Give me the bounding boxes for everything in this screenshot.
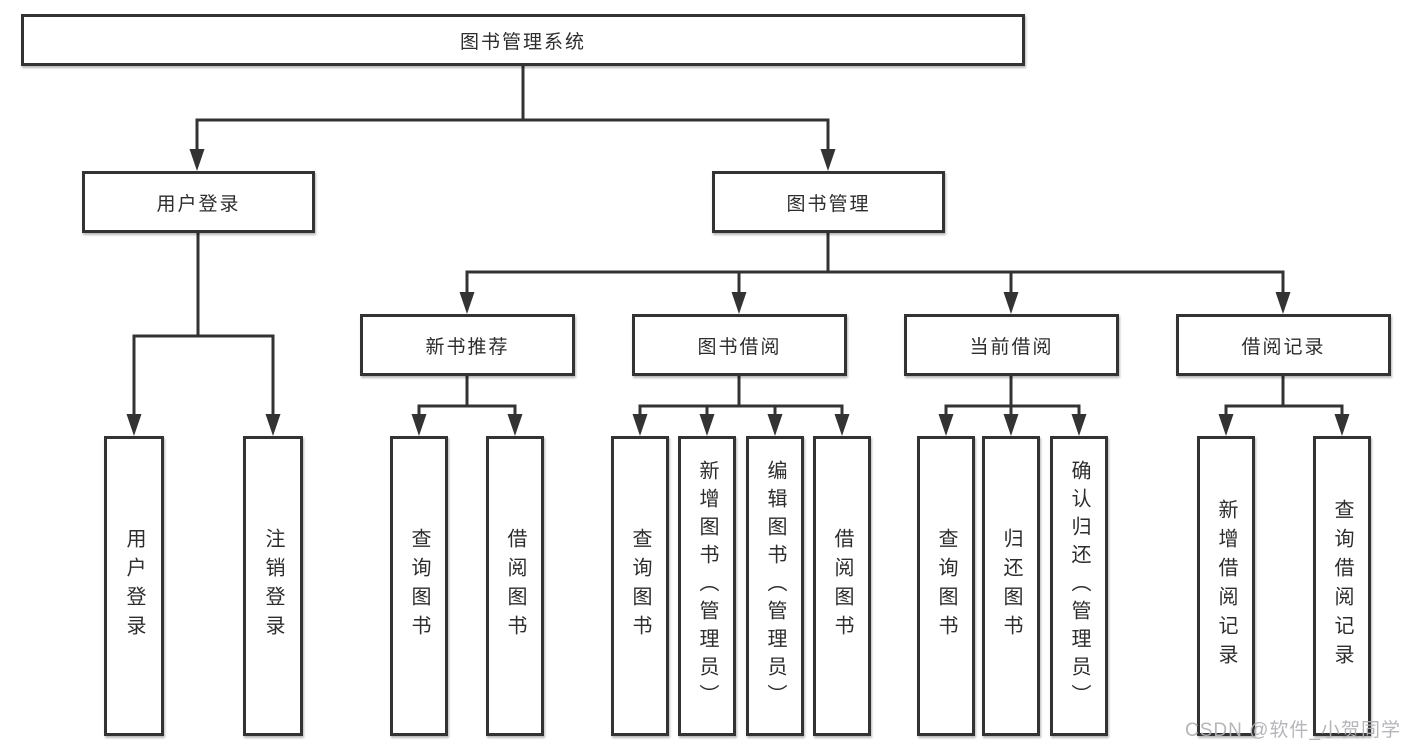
leaf-borrow-books-borrowing: 借阅图书 [813, 436, 871, 736]
leaf-edit-book-admin: 编辑图书（管理员） [746, 436, 804, 736]
leaf-logout: 注销登录 [243, 436, 303, 736]
leaf-query-books-current: 查询图书 [917, 436, 975, 736]
leaf-confirm-return-admin: 确认归还（管理员） [1050, 436, 1108, 736]
leaf-query-books-borrowing: 查询图书 [611, 436, 669, 736]
leaf-return-books: 归还图书 [982, 436, 1040, 736]
watermark: CSDN @软件_小贺同学 [1185, 720, 1401, 741]
leaf-borrow-books-recommend: 借阅图书 [486, 436, 544, 736]
leaf-add-borrow-record: 新增借阅记录 [1197, 436, 1255, 736]
node-book-management: 图书管理 [712, 171, 945, 233]
node-book-borrowing: 图书借阅 [632, 314, 847, 376]
node-borrowing-records: 借阅记录 [1176, 314, 1391, 376]
leaf-query-borrow-record: 查询借阅记录 [1313, 436, 1371, 736]
node-library-system: 图书管理系统 [21, 14, 1025, 66]
leaf-user-login: 用户登录 [104, 436, 164, 736]
leaf-query-books-recommend: 查询图书 [390, 436, 448, 736]
node-current-borrowing: 当前借阅 [904, 314, 1119, 376]
node-new-book-recommend: 新书推荐 [360, 314, 575, 376]
node-user-login: 用户登录 [82, 171, 315, 233]
leaf-add-book-admin: 新增图书（管理员） [678, 436, 736, 736]
